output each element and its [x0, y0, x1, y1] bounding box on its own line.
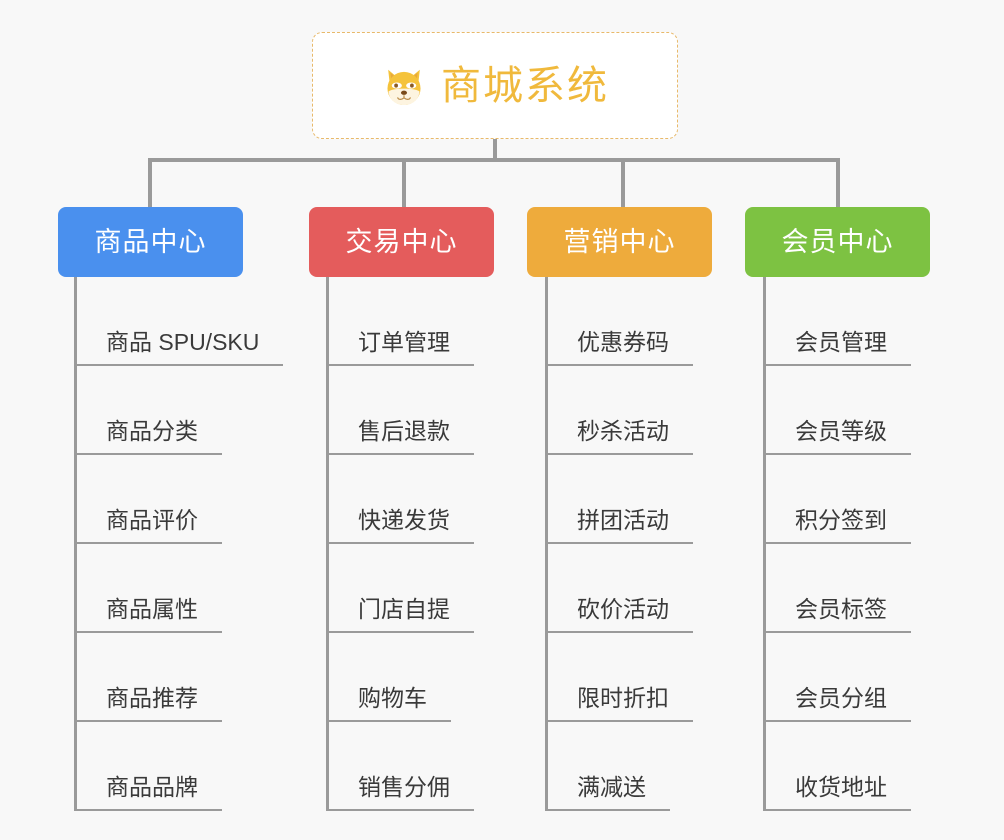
root-node[interactable]: 商城系统 — [312, 32, 678, 139]
leaf-item-label: 会员分组 — [763, 684, 911, 722]
leaf-item-label: 限时折扣 — [545, 684, 693, 722]
leaf-item[interactable]: 会员分组 — [763, 633, 911, 722]
leaf-item-label: 砍价活动 — [545, 595, 693, 633]
connector-drop-3 — [621, 158, 625, 209]
leaf-item-label: 拼团活动 — [545, 506, 693, 544]
leaf-item[interactable]: 快递发货 — [326, 455, 474, 544]
leaf-spine-3 — [545, 277, 548, 811]
leaf-item-label: 销售分佣 — [326, 773, 474, 811]
leaf-item[interactable]: 销售分佣 — [326, 722, 474, 811]
branch-label-4: 会员中心 — [781, 226, 894, 257]
leaf-item[interactable]: 限时折扣 — [545, 633, 693, 722]
leaf-item[interactable]: 商品推荐 — [74, 633, 222, 722]
leaf-item[interactable]: 秒杀活动 — [545, 366, 693, 455]
leaf-item[interactable]: 拼团活动 — [545, 455, 693, 544]
leaf-item-label: 会员标签 — [763, 595, 911, 633]
leaf-item[interactable]: 商品评价 — [74, 455, 222, 544]
branch-box-4[interactable]: 会员中心 — [745, 207, 930, 277]
leaf-item[interactable]: 收货地址 — [763, 722, 911, 811]
leaf-item[interactable]: 积分签到 — [763, 455, 911, 544]
connector-drop-4 — [836, 158, 840, 209]
leaf-item[interactable]: 订单管理 — [326, 277, 474, 366]
connector-horizontal-bar — [148, 158, 840, 162]
leaf-item[interactable]: 购物车 — [326, 633, 451, 722]
leaf-item[interactable]: 砍价活动 — [545, 544, 693, 633]
leaf-item[interactable]: 售后退款 — [326, 366, 474, 455]
leaf-item-label: 满减送 — [545, 773, 670, 811]
leaf-item-label: 积分签到 — [763, 506, 911, 544]
leaf-item-label: 快递发货 — [326, 506, 474, 544]
leaf-item-label: 会员管理 — [763, 328, 911, 366]
leaf-item-label: 商品品牌 — [74, 773, 222, 811]
leaf-item-label: 商品 SPU/SKU — [74, 328, 284, 366]
leaf-item[interactable]: 优惠券码 — [545, 277, 693, 366]
leaf-item-label: 商品属性 — [74, 595, 222, 633]
leaf-item[interactable]: 满减送 — [545, 722, 670, 811]
leaf-item[interactable]: 会员等级 — [763, 366, 911, 455]
leaf-item-label: 商品分类 — [74, 417, 222, 455]
connector-root-stem — [493, 139, 497, 160]
branch-label-2: 交易中心 — [345, 226, 458, 257]
branch-box-2[interactable]: 交易中心 — [309, 207, 494, 277]
leaf-item-label: 商品评价 — [74, 506, 222, 544]
leaf-item[interactable]: 会员管理 — [763, 277, 911, 366]
leaf-item-label: 购物车 — [326, 684, 451, 722]
branch-box-1[interactable]: 商品中心 — [58, 207, 243, 277]
branch-label-3: 营销中心 — [563, 226, 676, 257]
leaf-spine-2 — [326, 277, 329, 811]
connector-drop-1 — [148, 158, 152, 209]
shiba-dog-icon — [381, 64, 427, 110]
leaf-item-label: 订单管理 — [326, 328, 474, 366]
leaf-item-label: 会员等级 — [763, 417, 911, 455]
leaf-spine-4 — [763, 277, 766, 811]
leaf-item[interactable]: 商品属性 — [74, 544, 222, 633]
leaf-item-label: 优惠券码 — [545, 328, 693, 366]
branch-box-3[interactable]: 营销中心 — [527, 207, 712, 277]
leaf-item-label: 门店自提 — [326, 595, 474, 633]
branch-label-1: 商品中心 — [94, 226, 207, 257]
leaf-item[interactable]: 商品品牌 — [74, 722, 222, 811]
root-title: 商城系统 — [441, 63, 609, 108]
connector-drop-2 — [402, 158, 406, 209]
leaf-item[interactable]: 会员标签 — [763, 544, 911, 633]
leaf-spine-1 — [74, 277, 77, 811]
leaf-item[interactable]: 商品 SPU/SKU — [74, 277, 284, 366]
leaf-item-label: 收货地址 — [763, 773, 911, 811]
leaf-item-label: 售后退款 — [326, 417, 474, 455]
leaf-item-label: 商品推荐 — [74, 684, 222, 722]
leaf-item[interactable]: 商品分类 — [74, 366, 222, 455]
leaf-item[interactable]: 门店自提 — [326, 544, 474, 633]
leaf-item-label: 秒杀活动 — [545, 417, 693, 455]
